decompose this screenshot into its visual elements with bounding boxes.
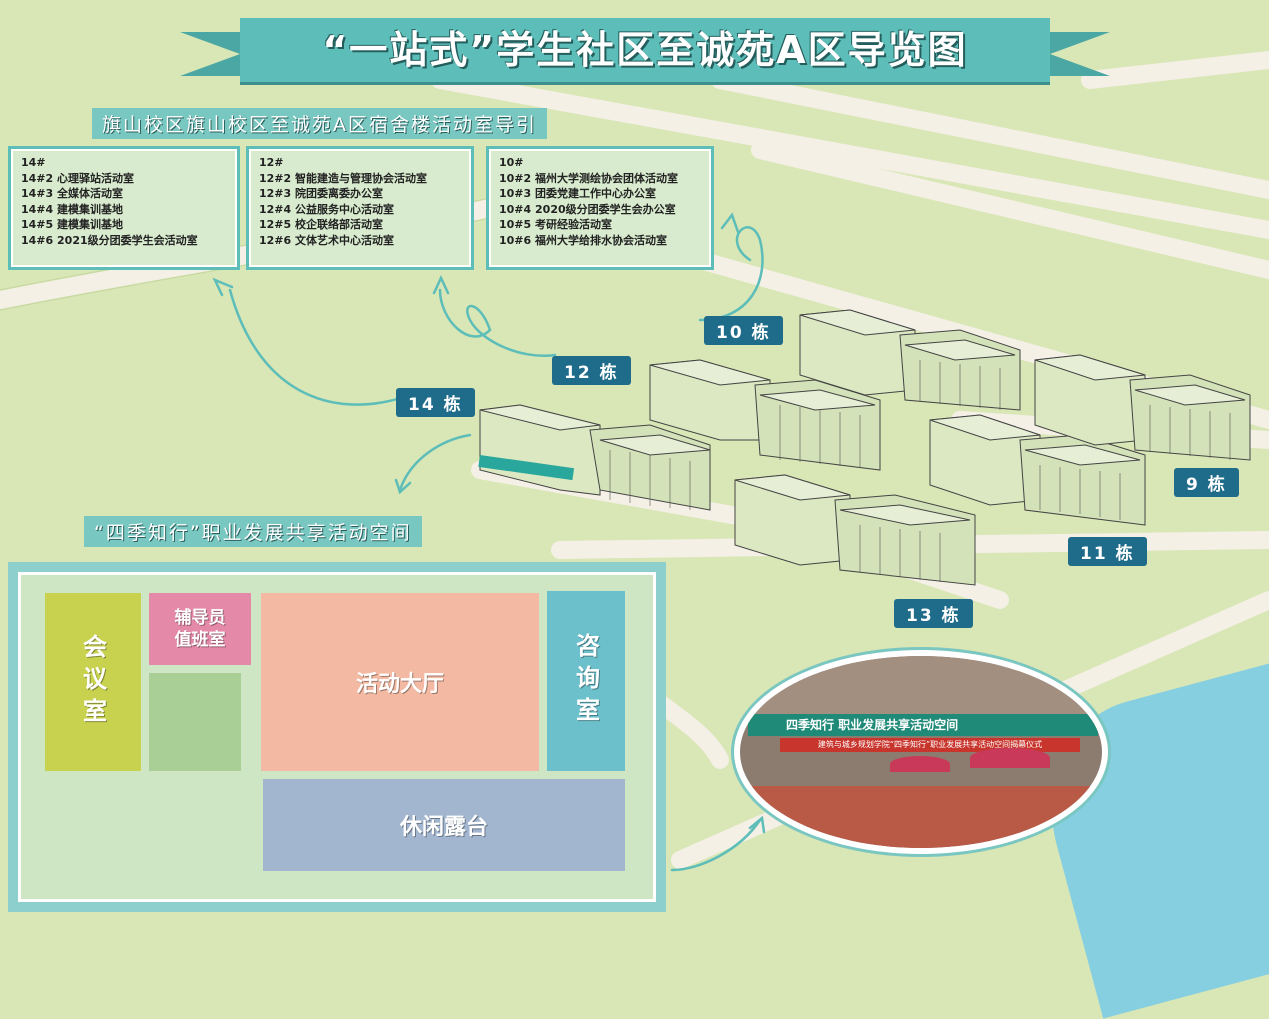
info-box-14: 14# 14#2 心理驿站活动室 14#3 全媒体活动室 14#4 建模集训基地…: [8, 146, 240, 270]
room-activity-hall[interactable]: 活动大厅: [261, 593, 539, 771]
info-line: 12#: [259, 156, 284, 169]
label-building-14[interactable]: 14 栋: [396, 388, 475, 417]
room-terrace-label: 休闲露台: [399, 815, 488, 840]
title-banner: [240, 18, 1050, 82]
banner-right-ribbon: [1050, 32, 1110, 76]
buildings-illustration: [478, 309, 1251, 586]
info-line: 14#5 建模集训基地: [21, 218, 124, 231]
photo-banner-text: 建筑与城乡规划学院“四季知行”职业发展共享活动空间揭幕仪式: [817, 740, 1043, 749]
info-line: 14#: [21, 156, 46, 169]
info-line: 12#5 校企联络部活动室: [259, 218, 384, 231]
space-subtitle: “四季知行”职业发展共享活动空间: [84, 516, 422, 547]
label-building-10[interactable]: 10 栋: [704, 316, 783, 345]
room-green: [149, 673, 241, 771]
photo-sign-text: 四季知行 职业发展共享活动空间: [786, 718, 959, 732]
info-line: 10#2 福州大学测绘协会团体活动室: [499, 171, 679, 185]
room-meeting-label: 会议室: [78, 634, 107, 730]
info-line: 10#3 团委党建工作中心办公室: [499, 187, 657, 200]
info-line: 14#4 建模集训基地: [21, 202, 124, 216]
info-line: 10#6 福州大学给排水协会活动室: [499, 233, 668, 247]
building-13: [734, 474, 976, 586]
room-counselor[interactable]: 辅导员值班室: [149, 593, 251, 665]
info-line: 14#6 2021级分团委学生会活动室: [21, 233, 198, 247]
room-meeting[interactable]: 会议室: [45, 593, 141, 771]
room-terrace[interactable]: 休闲露台: [263, 779, 625, 871]
room-counselor-label: 辅导员值班室: [174, 608, 226, 650]
info-box-10: 10# 10#2 福州大学测绘协会团体活动室 10#3 团委党建工作中心办公室 …: [486, 146, 714, 270]
photo-ground: [740, 786, 1102, 848]
info-line: 12#2 智能建造与管理协会活动室: [259, 171, 428, 185]
guide-subtitle: 旗山校区旗山校区至诚苑A区宿舍楼活动室导引: [92, 108, 547, 139]
info-line: 12#6 文体艺术中心活动室: [259, 233, 395, 247]
info-line: 10#: [499, 156, 524, 169]
space-photo: 四季知行 职业发展共享活动空间 建筑与城乡规划学院“四季知行”职业发展共享活动空…: [734, 650, 1108, 854]
info-line: 12#4 公益服务中心活动室: [259, 202, 395, 216]
label-building-12[interactable]: 12 栋: [552, 356, 631, 385]
banner-left-ribbon: [180, 32, 240, 76]
label-building-9[interactable]: 9 栋: [1174, 468, 1239, 497]
info-line: 14#2 心理驿站活动室: [21, 171, 135, 185]
photo-umbrella: [970, 748, 1050, 768]
info-box-12: 12# 12#2 智能建造与管理协会活动室 12#3 院团委离委办公室 12#4…: [246, 146, 474, 270]
room-consult[interactable]: 咨询室: [547, 591, 625, 771]
photo-umbrella: [890, 756, 950, 772]
label-building-13[interactable]: 13 栋: [894, 599, 973, 628]
info-line: 10#5 考研经验活动室: [499, 218, 613, 231]
building-11: [929, 414, 1146, 526]
room-consult-label: 咨询室: [571, 633, 600, 729]
room-hall-label: 活动大厅: [355, 672, 444, 697]
floor-plan: 会议室 辅导员值班室 活动大厅 咨询室 休闲露台: [18, 572, 656, 902]
info-line: 12#3 院团委离委办公室: [259, 187, 384, 200]
info-line: 10#4 2020级分团委学生会办公室: [499, 202, 676, 216]
building-12: [649, 359, 881, 471]
page-title: “一站式”学生社区至诚苑A区导览图: [322, 28, 968, 72]
photo-sign: 四季知行 职业发展共享活动空间: [748, 714, 1098, 736]
building-14-sign: [478, 455, 575, 481]
label-building-11[interactable]: 11 栋: [1068, 537, 1147, 566]
info-line: 14#3 全媒体活动室: [21, 187, 124, 200]
